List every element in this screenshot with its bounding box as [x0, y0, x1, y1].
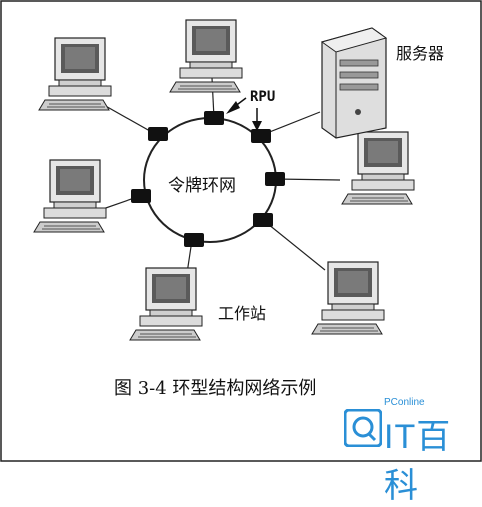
computer-right — [341, 131, 415, 205]
rpu-adapter — [251, 129, 271, 143]
watermark-big-text: IT百科 — [384, 418, 452, 505]
watermark-icon — [344, 409, 382, 447]
watermark-logo: PConline IT百科 — [340, 397, 480, 505]
rpu-adapter — [253, 213, 273, 227]
computer-left — [33, 159, 107, 233]
workstation-label: 工作站 — [218, 304, 267, 323]
computer-bottom-right — [311, 261, 385, 335]
frame-border — [0, 0, 482, 462]
server-label: 服务器 — [396, 44, 445, 63]
ring-label: 令牌环网 — [168, 176, 236, 196]
figure-caption: 图 3-4 环型结构网络示例 — [114, 378, 317, 399]
watermark-small-text: PConline — [384, 397, 425, 408]
diagram-canvas — [0, 0, 482, 462]
rpu-adapters — [131, 111, 285, 247]
computer-bottom — [129, 267, 203, 341]
link-right — [274, 178, 341, 181]
rpu-adapter — [131, 189, 151, 203]
link-server — [261, 111, 321, 136]
server-tower — [320, 27, 388, 139]
computer-top-left — [38, 37, 112, 111]
rpu-arrow — [226, 97, 262, 131]
rpu-adapter — [148, 127, 168, 141]
link-bottom-right — [262, 219, 326, 271]
rpu-adapter — [204, 111, 224, 125]
rpu-adapter — [184, 233, 204, 247]
computer-top — [169, 19, 243, 93]
rpu-label: RPU — [250, 89, 276, 105]
rpu-adapter — [265, 172, 285, 186]
